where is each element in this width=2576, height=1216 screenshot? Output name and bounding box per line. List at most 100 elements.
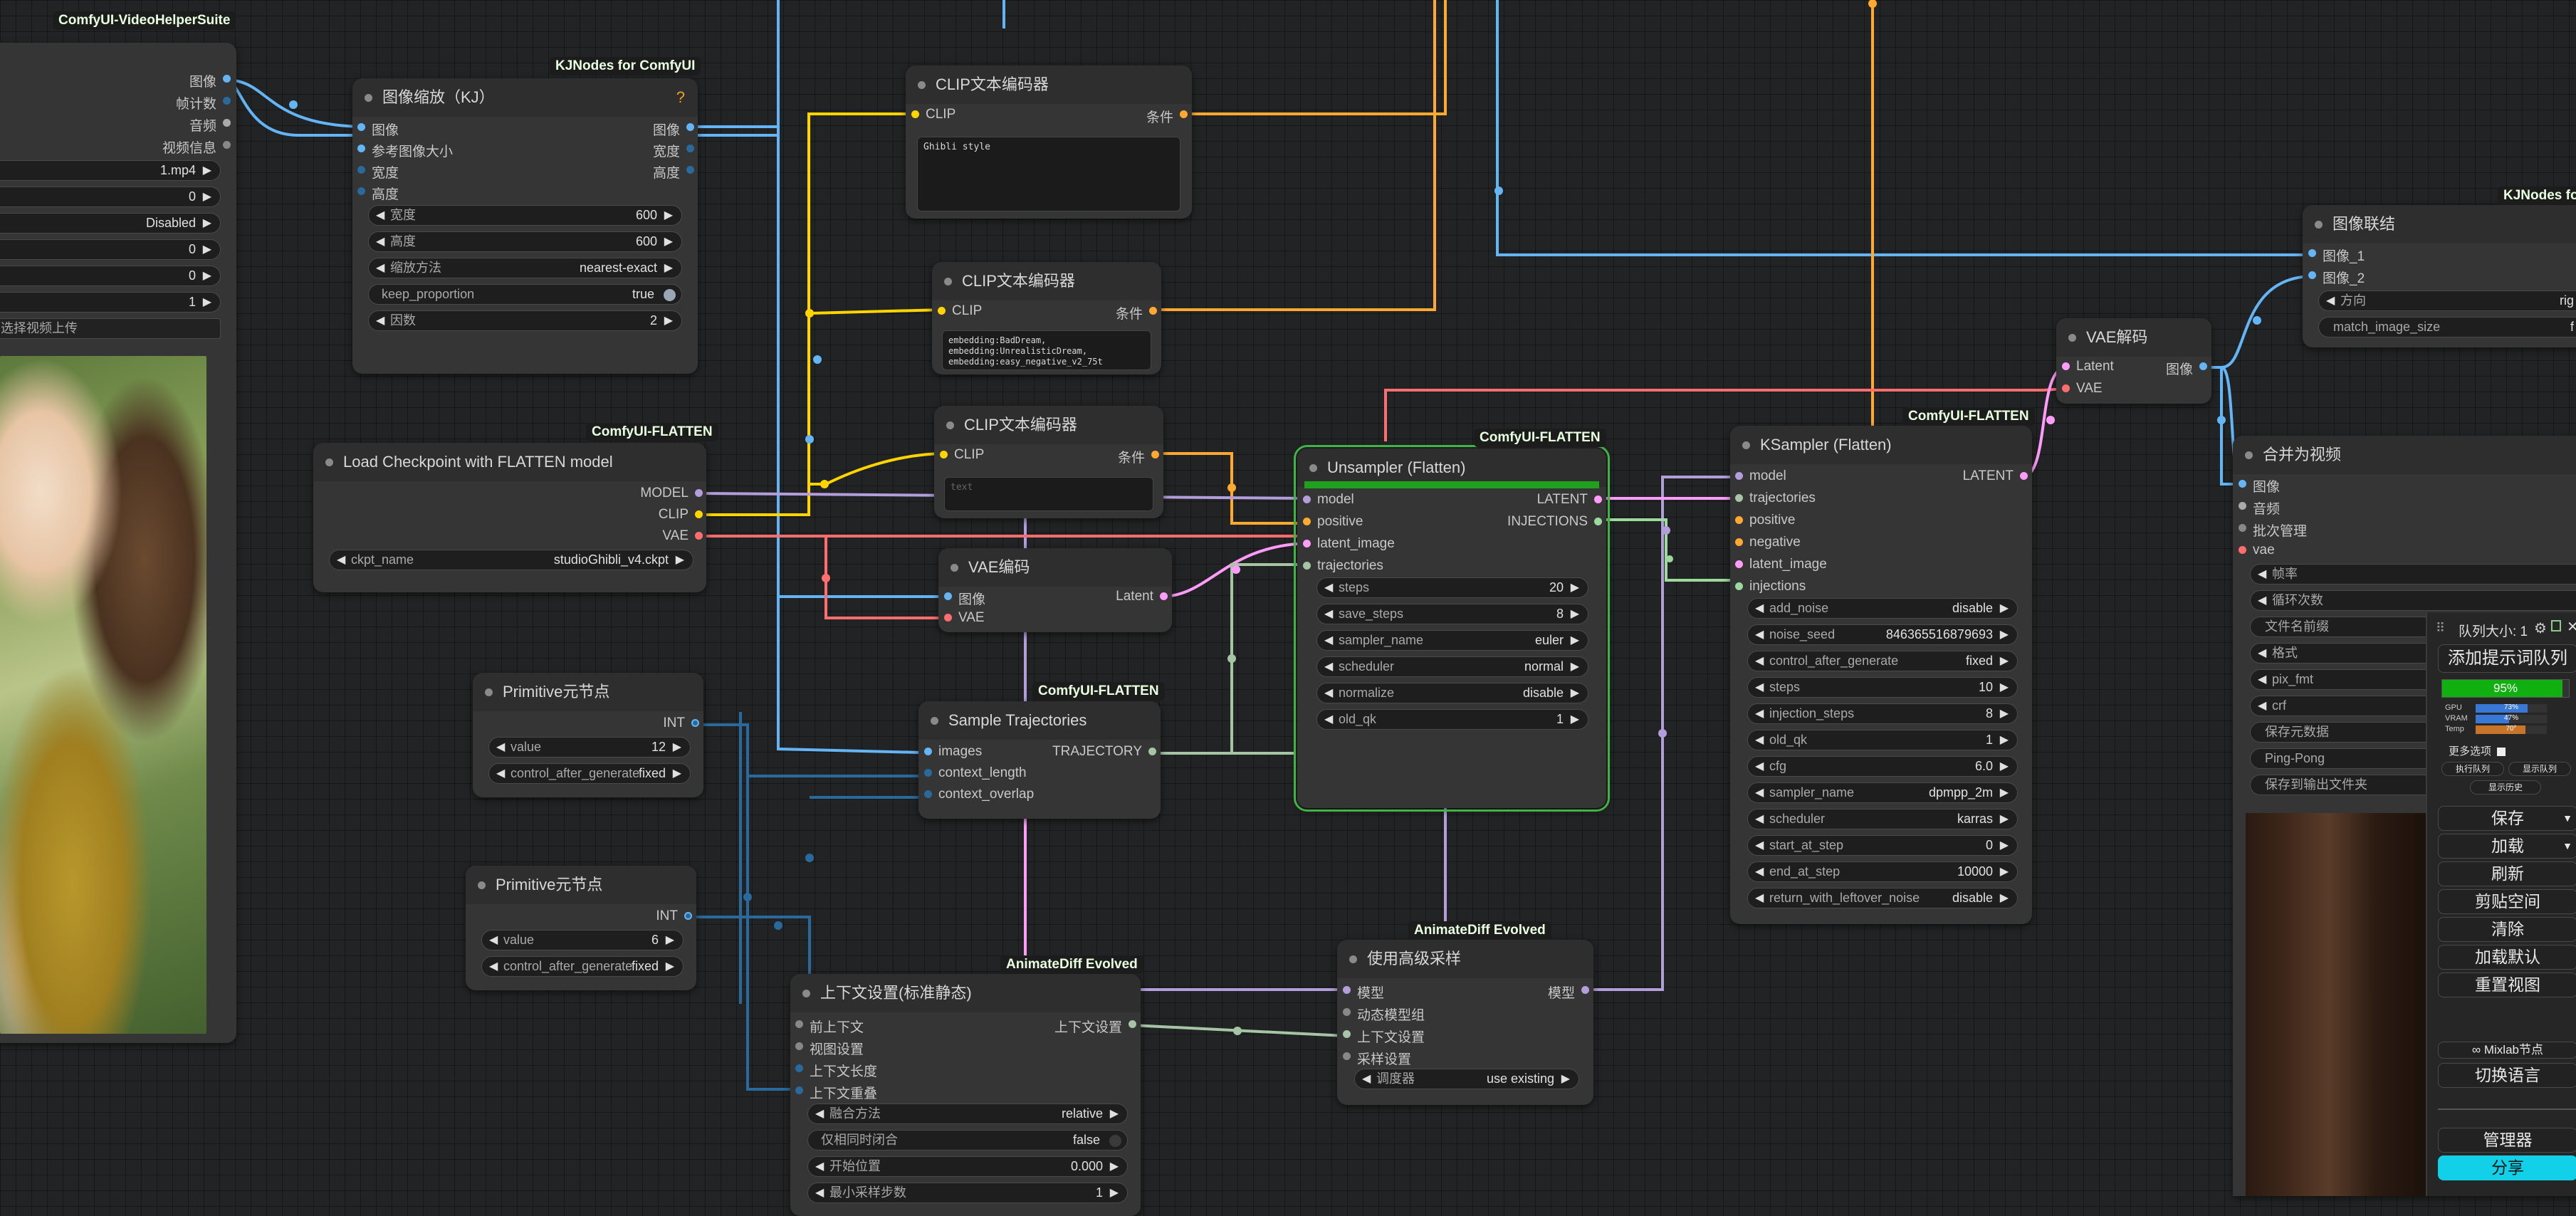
input-injections[interactable]: injections xyxy=(1735,579,1806,594)
input-image[interactable]: 图像 xyxy=(357,120,399,139)
arrow-left-icon[interactable]: ◀ xyxy=(496,767,506,780)
node-clip-text-encode-1[interactable]: CLIP文本编码器 CLIP 条件 Ghibli style xyxy=(906,65,1192,219)
input-vae[interactable]: vae xyxy=(2239,543,2275,558)
node-unsampler[interactable]: Unsampler (Flatten) model positive laten… xyxy=(1294,445,1610,812)
input-height[interactable]: 高度 xyxy=(357,184,399,203)
node-clip-text-encode-3[interactable]: CLIP文本编码器 CLIP 条件 text xyxy=(934,406,1163,518)
arrow-right-icon[interactable]: ▶ xyxy=(665,960,674,973)
switch-language-button[interactable]: 切换语言 xyxy=(2438,1063,2576,1088)
output-model[interactable]: 模型 xyxy=(1548,982,1589,1002)
input-positive[interactable]: positive xyxy=(1303,514,1363,530)
node-title[interactable]: 合并为视频 xyxy=(2233,436,2576,474)
node-title[interactable]: 使用高级采样 xyxy=(1337,940,1593,978)
menu-drag-handle[interactable]: ⠿ xyxy=(2436,621,2446,635)
arrow-left-icon[interactable]: ◀ xyxy=(496,741,506,753)
node-vae-encode[interactable]: VAE编码 图像 VAE Latent xyxy=(938,548,1172,632)
output-image[interactable]: 图像 xyxy=(189,71,231,90)
input-vae[interactable]: VAE xyxy=(944,610,985,626)
arrow-left-icon[interactable]: ◀ xyxy=(1755,734,1764,746)
input-clip[interactable]: CLIP xyxy=(940,447,984,463)
arrow-right-icon[interactable]: ▶ xyxy=(1999,787,2009,799)
output-width[interactable]: 宽度 xyxy=(653,141,694,160)
output-image[interactable]: 图像 xyxy=(2166,359,2207,378)
input-width[interactable]: 宽度 xyxy=(357,162,399,182)
input-view-opts[interactable]: 视图设置 xyxy=(795,1039,864,1058)
arrow-left-icon[interactable]: ◀ xyxy=(815,1108,824,1120)
widget-force-rate[interactable]: 0▶ xyxy=(0,187,221,207)
clear-button[interactable]: 清除 xyxy=(2438,917,2576,942)
output-clip[interactable]: CLIP xyxy=(659,507,703,523)
arrow-right-icon[interactable]: ▶ xyxy=(1999,681,2009,693)
arrow-right-icon[interactable]: ▶ xyxy=(1109,1108,1119,1120)
output-context-options[interactable]: 上下文设置 xyxy=(1054,1017,1136,1036)
node-vae-decode[interactable]: VAE解码 Latent VAE 图像 xyxy=(2056,318,2211,404)
arrow-right-icon[interactable]: ▶ xyxy=(1570,687,1579,699)
input-ref-size[interactable]: 参考图像大小 xyxy=(357,141,453,160)
input-sample-settings[interactable]: 采样设置 xyxy=(1343,1049,1411,1068)
arrow-left-icon[interactable]: ◀ xyxy=(1755,892,1764,904)
input-model[interactable]: 模型 xyxy=(1343,982,1384,1002)
more-options-toggle[interactable]: 更多选项 xyxy=(2449,743,2506,758)
input-positive[interactable]: positive xyxy=(1735,513,1795,528)
arrow-right-icon[interactable]: ▶ xyxy=(1999,760,2009,772)
input-images[interactable]: images xyxy=(924,744,982,760)
input-context-overlap[interactable]: context_overlap xyxy=(924,787,1034,802)
node-title[interactable]: CLIP文本编码器 xyxy=(934,406,1163,444)
node-title[interactable]: Primitive元节点 xyxy=(466,866,696,904)
arrow-right-icon[interactable]: ▶ xyxy=(1561,1073,1570,1085)
arrow-right-icon[interactable]: ▶ xyxy=(664,262,673,274)
prompt-textarea[interactable]: embedding:BadDream, embedding:Unrealisti… xyxy=(942,330,1151,370)
node-title[interactable]: Primitive元节点 xyxy=(473,673,703,711)
input-vae[interactable]: VAE xyxy=(2062,381,2103,397)
arrow-left-icon[interactable]: ◀ xyxy=(1755,866,1764,878)
arrow-left-icon[interactable]: ◀ xyxy=(2326,295,2335,307)
arrow-left-icon[interactable]: ◀ xyxy=(2258,673,2267,686)
node-title[interactable]: CLIP文本编码器 xyxy=(932,262,1161,300)
arrow-right-icon[interactable]: ▶ xyxy=(664,236,673,248)
arrow-right-icon[interactable]: ▶ xyxy=(672,741,681,753)
arrow-right-icon[interactable]: ▶ xyxy=(202,164,211,177)
arrow-right-icon[interactable]: ▶ xyxy=(1999,655,2009,667)
arrow-right-icon[interactable]: ▶ xyxy=(675,554,684,566)
input-clip[interactable]: CLIP xyxy=(938,303,982,319)
node-title[interactable]: Unsampler (Flatten) xyxy=(1297,449,1606,487)
arrow-right-icon[interactable]: ▶ xyxy=(1999,629,2009,641)
arrow-right-icon[interactable]: ▶ xyxy=(664,209,673,221)
gear-icon[interactable]: ⚙ xyxy=(2534,621,2547,636)
checkbox[interactable] xyxy=(2497,748,2506,757)
view-history-button[interactable]: 显示历史 xyxy=(2470,780,2541,795)
arrow-left-icon[interactable]: ◀ xyxy=(1324,713,1334,725)
arrow-right-icon[interactable]: ▶ xyxy=(1999,708,2009,720)
arrow-right-icon[interactable]: ▶ xyxy=(1570,582,1579,594)
arrow-left-icon[interactable]: ◀ xyxy=(1755,708,1764,720)
output-trajectory[interactable]: TRAJECTORY xyxy=(1052,744,1156,760)
node-title[interactable]: 上下文设置(标准静态) xyxy=(790,974,1141,1012)
arrow-right-icon[interactable]: ▶ xyxy=(1570,661,1579,673)
arrow-right-icon[interactable]: ▶ xyxy=(1999,734,2009,746)
toggle-knob[interactable] xyxy=(664,289,676,301)
arrow-right-icon[interactable]: ▶ xyxy=(1570,634,1579,646)
arrow-right-icon[interactable]: ▶ xyxy=(1570,713,1579,725)
arrow-left-icon[interactable]: ◀ xyxy=(1755,602,1764,614)
input-image-2[interactable]: 图像_2 xyxy=(2308,268,2365,287)
node-title[interactable]: VAE编码 xyxy=(938,548,1172,587)
widget-frame-cap[interactable]: 0▶ xyxy=(0,239,221,260)
queue-prompt-button[interactable]: 添加提示词队列 xyxy=(2438,644,2576,673)
